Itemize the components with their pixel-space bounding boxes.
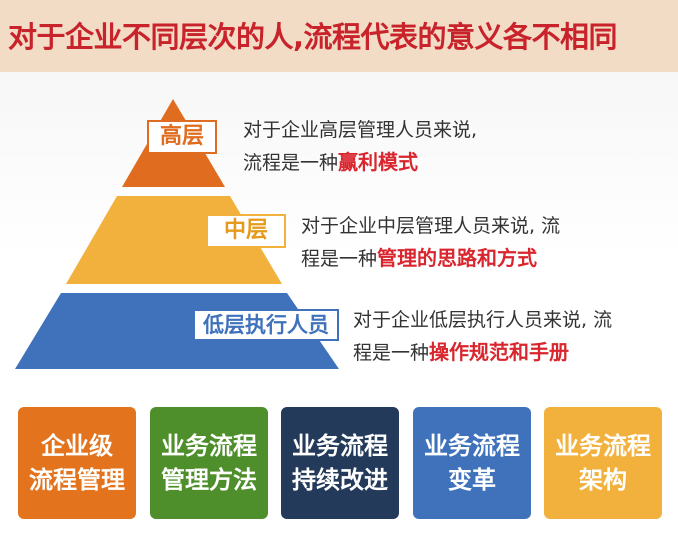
- tier-desc-bottom-line1: 对于企业低层执行人员来说, 流: [353, 309, 613, 331]
- card-line2: 架构: [579, 466, 627, 494]
- page-title: 对于企业不同层次的人,流程代表的意义各不相同: [8, 20, 618, 54]
- tier-desc-bottom: 对于企业低层执行人员来说, 流 程是一种操作规范和手册: [353, 304, 612, 369]
- card-process-transformation: 业务流程 变革: [413, 407, 531, 519]
- card-line2: 管理方法: [161, 466, 257, 494]
- card-enterprise-process-management: 企业级 流程管理: [18, 407, 136, 519]
- tier-desc-middle-prefix: 程是一种: [301, 248, 378, 270]
- tier-desc-top-highlight: 赢利模式: [338, 150, 419, 174]
- card-line1: 业务流程: [555, 432, 651, 460]
- tier-desc-middle: 对于企业中层管理人员来说, 流 程是一种管理的思路和方式: [301, 210, 560, 275]
- tier-desc-middle-line2: 程是一种管理的思路和方式: [301, 242, 560, 275]
- tier-label-middle: 中层: [206, 214, 286, 248]
- tier-desc-top-line1: 对于企业高层管理人员来说,: [243, 119, 478, 141]
- card-line1: 业务流程: [424, 432, 520, 460]
- tier-label-bottom: 低层执行人员: [193, 309, 339, 341]
- card-line2: 变革: [448, 466, 496, 494]
- card-line1: 企业级: [41, 432, 113, 460]
- card-process-management-method: 业务流程 管理方法: [150, 407, 268, 519]
- card-process-architecture: 业务流程 架构: [544, 407, 662, 519]
- card-line2: 持续改进: [292, 466, 388, 494]
- tier-desc-middle-highlight: 管理的思路和方式: [377, 246, 538, 270]
- tier-desc-bottom-prefix: 程是一种: [353, 342, 430, 364]
- card-continuous-improvement: 业务流程 持续改进: [281, 407, 399, 519]
- card-line1: 业务流程: [292, 432, 388, 460]
- tier-label-top: 高层: [147, 120, 217, 154]
- tier-desc-bottom-highlight: 操作规范和手册: [429, 340, 570, 364]
- tier-desc-top-prefix: 流程是一种: [243, 152, 339, 174]
- tier-desc-top: 对于企业高层管理人员来说, 流程是一种赢利模式: [243, 114, 477, 179]
- title-banner: 对于企业不同层次的人,流程代表的意义各不相同: [0, 0, 678, 72]
- tier-desc-middle-line1: 对于企业中层管理人员来说, 流: [301, 215, 561, 237]
- card-line1: 业务流程: [161, 432, 257, 460]
- tier-desc-top-line2: 流程是一种赢利模式: [243, 146, 477, 179]
- card-line2: 流程管理: [29, 466, 125, 494]
- tier-desc-bottom-line2: 程是一种操作规范和手册: [353, 336, 612, 369]
